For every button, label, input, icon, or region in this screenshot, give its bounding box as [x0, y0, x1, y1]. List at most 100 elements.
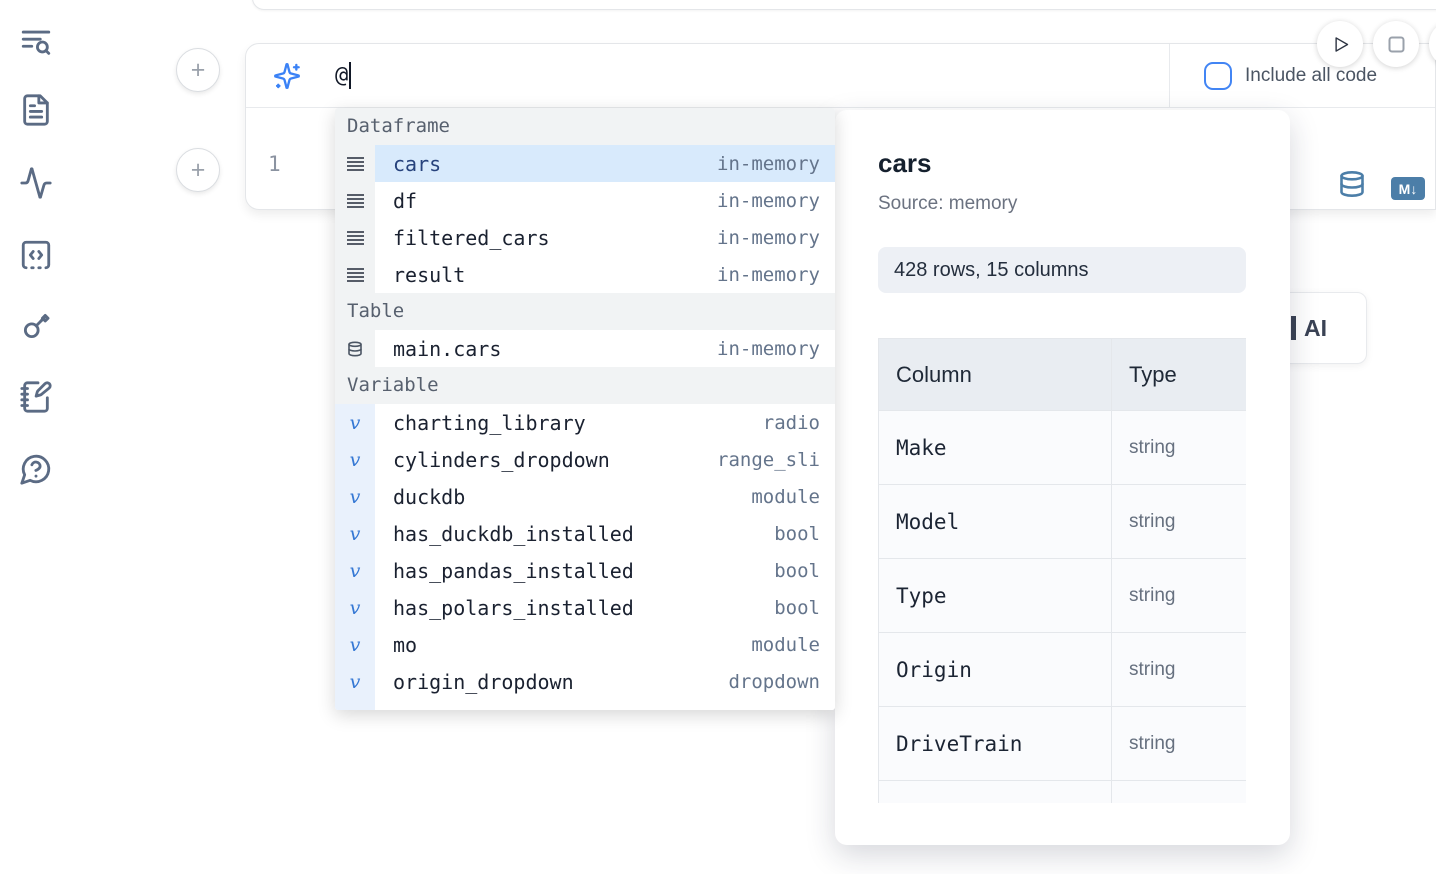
- item-icon-gutter: [335, 256, 375, 293]
- schema-column-type: string: [1111, 632, 1246, 707]
- dataframe-icon: [346, 267, 364, 282]
- item-type: bool: [774, 559, 820, 582]
- autocomplete-item-filtered_cars[interactable]: filtered_cars in-memory: [335, 219, 835, 256]
- code-snippets-icon[interactable]: [19, 238, 53, 272]
- preview-title: cars: [878, 148, 932, 178]
- item-type: bool: [774, 522, 820, 545]
- ai-card-label: AI: [1304, 314, 1327, 341]
- item-icon-gutter: v: [335, 515, 375, 552]
- item-icon-gutter: [335, 145, 375, 182]
- variable-icon: v: [349, 670, 361, 693]
- variable-icon: v: [349, 448, 361, 471]
- schema-column-name: Origin: [878, 632, 1112, 707]
- stop-button[interactable]: [1373, 21, 1419, 67]
- item-name: charting_library: [393, 410, 586, 435]
- item-type: range_sli: [717, 448, 820, 471]
- key-icon[interactable]: [19, 309, 53, 343]
- autocomplete-item-pd[interactable]: vpdmodule: [335, 700, 835, 710]
- autocomplete-section-variable: Variable: [335, 367, 835, 404]
- item-type: dropdown: [728, 670, 820, 693]
- add-cell-button-bottom[interactable]: +: [176, 148, 220, 192]
- include-code-option: Include all code: [1169, 44, 1435, 107]
- autocomplete-item-has_duckdb_installed[interactable]: v has_duckdb_installed bool: [335, 515, 835, 552]
- help-icon[interactable]: [19, 452, 53, 486]
- markdown-icon[interactable]: M↓: [1391, 177, 1425, 200]
- item-type: in-memory: [717, 152, 820, 175]
- scratchpad-icon[interactable]: [19, 380, 53, 414]
- item-name: has_polars_installed: [393, 595, 634, 620]
- item-type: in-memory: [717, 263, 820, 286]
- dataframe-preview-panel: cars Source: memory 428 rows, 15 columns…: [835, 110, 1290, 845]
- item-type: in-memory: [717, 226, 820, 249]
- schema-column-type: string: [1111, 410, 1246, 485]
- item-name: cylinders_dropdown: [393, 447, 610, 472]
- schema-column-type: string: [1111, 558, 1246, 633]
- item-name: filtered_cars: [393, 225, 550, 250]
- sparkles-icon: [273, 62, 301, 90]
- item-name: pd: [393, 707, 417, 711]
- database-icon[interactable]: [1338, 170, 1366, 202]
- code-editor[interactable]: 1 M↓: [246, 108, 1435, 210]
- item-icon-gutter: v: [335, 589, 375, 626]
- autocomplete-item-has_polars_installed[interactable]: v has_polars_installed bool: [335, 589, 835, 626]
- ai-prompt-input[interactable]: @: [246, 44, 1169, 107]
- schema-column-name: Make: [878, 410, 1112, 485]
- item-type: module: [751, 708, 820, 711]
- ai-prompt-value: @: [335, 63, 349, 88]
- autocomplete-section-table: Table: [335, 293, 835, 330]
- dataframe-icon: [346, 156, 364, 171]
- activity-icon[interactable]: [19, 166, 53, 200]
- autocomplete-item-mo[interactable]: v mo module: [335, 626, 835, 663]
- schema-column-type: string: [1111, 706, 1246, 781]
- schema-header-type: Type: [1111, 338, 1246, 411]
- item-type: bool: [774, 596, 820, 619]
- variable-icon: v: [349, 485, 361, 508]
- item-type: module: [751, 485, 820, 508]
- run-button[interactable]: [1317, 21, 1363, 67]
- autocomplete-section-dataframe: Dataframe: [335, 108, 835, 145]
- item-name: has_duckdb_installed: [393, 521, 634, 546]
- variable-icon: v: [349, 522, 361, 545]
- dataframe-icon: [346, 193, 364, 208]
- item-icon-gutter: [335, 330, 375, 367]
- variable-icon: v: [349, 596, 361, 619]
- add-cell-button-top[interactable]: +: [176, 48, 220, 92]
- item-icon-gutter: v: [335, 626, 375, 663]
- item-type: module: [751, 633, 820, 656]
- item-type: in-memory: [717, 189, 820, 212]
- include-all-code-checkbox[interactable]: [1204, 61, 1232, 90]
- item-name: origin_dropdown: [393, 669, 574, 694]
- schema-header-column: Column: [878, 338, 1112, 411]
- variable-icon: v: [349, 633, 361, 656]
- autocomplete-item-cylinders_dropdown[interactable]: v cylinders_dropdown range_sli: [335, 441, 835, 478]
- item-name: mo: [393, 632, 418, 657]
- file-search-icon[interactable]: [19, 25, 53, 59]
- extra-run-button[interactable]: [1429, 21, 1436, 67]
- item-icon-gutter: v: [335, 441, 375, 478]
- autocomplete-item-origin_dropdown[interactable]: v origin_dropdown dropdown: [335, 663, 835, 700]
- file-text-icon[interactable]: [19, 93, 53, 127]
- item-icon-gutter: [335, 219, 375, 256]
- text-cursor: [349, 62, 352, 89]
- schema-row-partial: [878, 780, 1246, 803]
- item-name: cars: [393, 151, 442, 176]
- variable-icon: v: [349, 411, 361, 434]
- line-number: 1: [268, 152, 281, 176]
- play-icon: [1330, 34, 1351, 55]
- include-all-code-label: Include all code: [1245, 64, 1378, 86]
- schema-column-name: Type: [878, 558, 1112, 633]
- autocomplete-item-cars[interactable]: cars in-memory: [335, 145, 835, 182]
